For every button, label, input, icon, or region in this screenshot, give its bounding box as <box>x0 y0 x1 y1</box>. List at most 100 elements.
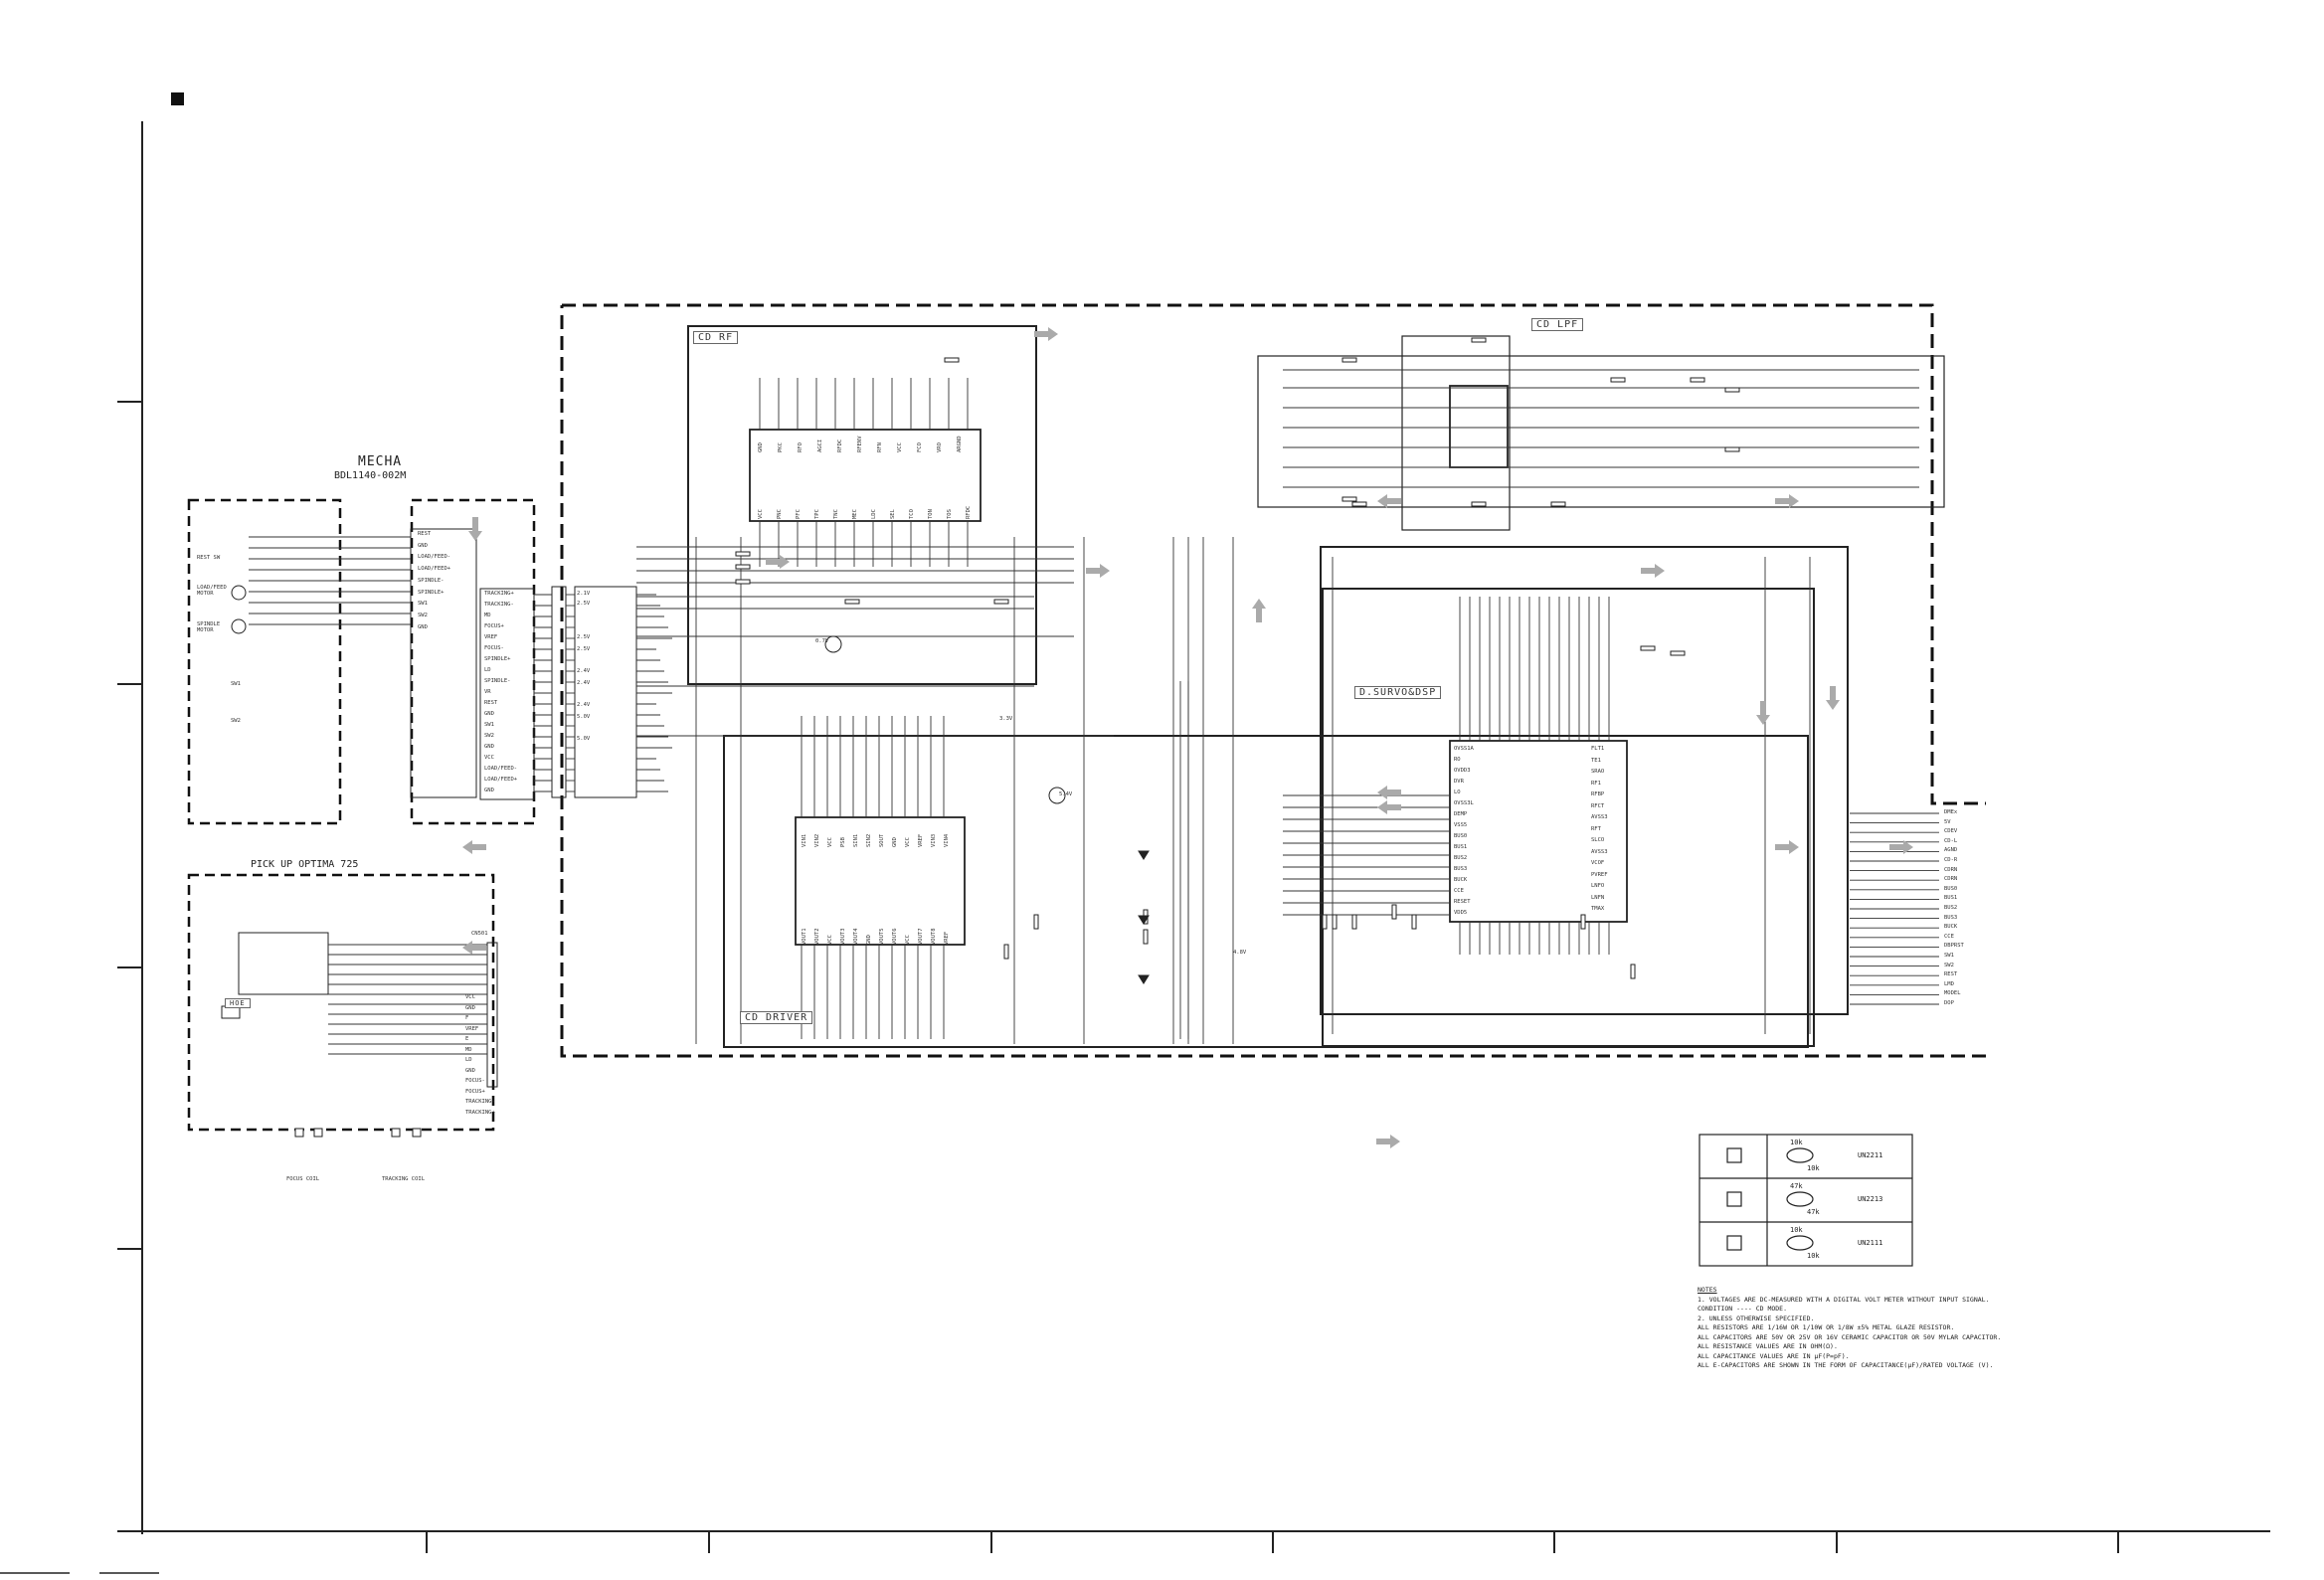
output-pins-pin: SW1 <box>1944 953 1954 959</box>
pickup-pins-pin: TRACKING+ <box>465 1109 495 1116</box>
rf-bottom-pin: PNC <box>777 509 783 519</box>
output-pins-pin: BUS3 <box>1944 914 1958 921</box>
mecha-left-pins-pin: GND <box>418 542 428 549</box>
rest-sw-label: REST SW <box>197 555 221 561</box>
rf-top-pin: GND <box>758 442 764 452</box>
signal-arrow <box>1377 494 1401 508</box>
signal-arrow <box>468 517 482 541</box>
rf-bottom-pin: LDC <box>871 509 877 519</box>
mecha-left-pins-pin: LOAD/FEED+ <box>418 566 451 573</box>
servo-left-pin: CCE <box>1454 888 1464 894</box>
servo-right-pin: LNFN <box>1591 894 1605 901</box>
rf-bottom-pin: SEL <box>890 509 896 519</box>
drv-bottom-pin: VOUT7 <box>918 928 924 945</box>
legend-part-c: UN2111 <box>1858 1239 1883 1247</box>
rf-bottom-pin: TON <box>928 509 934 519</box>
pickup-pins-pin: MD <box>465 1046 472 1053</box>
output-pins-pin: CDRN <box>1944 866 1958 873</box>
mecha-left-pins-pin: SPINDLE+ <box>418 589 445 596</box>
servo-left-pin: OVSS3L <box>1454 800 1474 806</box>
output-pins-pin: MODEL <box>1944 990 1961 997</box>
pickup-pins-pin: E <box>465 1036 469 1042</box>
mecha-left-pins-pin: GND <box>418 623 428 630</box>
cd-rf-region <box>687 325 1037 685</box>
output-pins-pin: DBPRST <box>1944 943 1964 950</box>
legend-r1-b: 47k <box>1790 1182 1803 1190</box>
component <box>1550 501 1566 507</box>
legend-r2-b: 47k <box>1807 1208 1820 1216</box>
servo-right-pin: RFT <box>1591 825 1601 832</box>
output-pins-pin: 5V <box>1944 818 1951 825</box>
mecha-right-pins-pin: REST <box>484 700 498 706</box>
servo-left-pin: VDD5 <box>1454 910 1468 916</box>
component <box>1391 904 1397 920</box>
output-pins-pin: BUS2 <box>1944 905 1958 911</box>
mecha-right-pins-pin: VR <box>484 689 491 695</box>
pickup-connector <box>221 932 498 1088</box>
mecha-right-pins-pin: SW2 <box>484 733 494 739</box>
note-line: ALL RESISTANCE VALUES ARE IN OHM(Ω). <box>1698 1342 1838 1350</box>
drv-bottom-pin: VCC <box>827 935 833 945</box>
note-line: ALL CAPACITORS ARE 50V OR 25V OR 16V CER… <box>1698 1332 2002 1341</box>
voltage-label: 3.3V <box>999 716 1013 722</box>
component <box>1640 645 1656 651</box>
focus-coil-label: FOCUS COIL <box>286 1176 320 1182</box>
notes-heading: NOTES <box>1698 1286 1717 1294</box>
note-line: 2. UNLESS OTHERWISE SPECIFIED. <box>1698 1314 1815 1322</box>
voltage-label: 5.0V <box>577 714 591 720</box>
output-pins-pin: LMD <box>1944 980 1954 987</box>
output-pins-pin: CD-L <box>1944 837 1958 844</box>
mecha-box <box>187 498 536 825</box>
rf-bottom-pin: TOS <box>947 509 953 519</box>
servo-right-pin: SLCO <box>1591 837 1605 843</box>
servo-right-pin: SRAO <box>1591 769 1605 775</box>
motor <box>231 585 247 601</box>
servo-left-pin: BUS1 <box>1454 844 1468 850</box>
drv-bottom-pin: VOUT2 <box>814 928 820 945</box>
note-line: ALL E-CAPACITORS ARE SHOWN IN THE FORM O… <box>1698 1361 1994 1369</box>
pickup-pins-pin: FOCUS+ <box>465 1088 485 1095</box>
motor <box>231 618 247 634</box>
rf-top-pin: VRO <box>937 442 943 452</box>
rf-top-pin: FCO <box>917 442 923 452</box>
component <box>1341 357 1357 363</box>
servo-left-pin: OVDD3 <box>1454 768 1471 774</box>
rf-bottom-pin: TPC <box>814 509 820 519</box>
output-pins-pin: REST <box>1944 971 1958 978</box>
output-pins-pin: SW2 <box>1944 962 1954 968</box>
voltage-label: 2.4V <box>577 668 591 674</box>
signal-arrow <box>1775 494 1799 508</box>
pickup-pins-pin: LD <box>465 1057 472 1063</box>
component <box>1411 914 1417 930</box>
output-pins-pin: CCE <box>1944 933 1954 940</box>
components <box>231 337 1740 1138</box>
signal-arrow <box>1377 786 1401 799</box>
drv-bottom-pin: VOUT5 <box>879 928 885 945</box>
spindle-motor-label: SPINDLE MOTOR <box>197 621 221 633</box>
component <box>1033 914 1039 930</box>
servo-right-pin: LNFO <box>1591 883 1605 889</box>
component <box>1610 377 1626 383</box>
component <box>1351 501 1367 507</box>
rf-top-pin: AGCI <box>817 439 823 452</box>
servo-right-pin: RF1 <box>1591 780 1601 787</box>
drv-bottom-pin: VCC <box>905 935 911 945</box>
cn501-label: CN501 <box>471 931 488 937</box>
servo-right-pin: AVSS3 <box>1591 814 1608 820</box>
signal-arrow <box>1086 564 1110 578</box>
signal-arrow <box>1641 564 1665 578</box>
drv-bottom-pin: VOUT4 <box>853 928 859 945</box>
load-feed-motor-label: LOAD/FEED MOTOR <box>197 585 227 597</box>
sheet-frame <box>117 121 2270 1553</box>
transistor-legend-table <box>1698 1134 1913 1267</box>
output-pins-pin: DOP <box>1944 1000 1954 1006</box>
wiring <box>249 369 1939 1055</box>
component <box>1471 501 1487 507</box>
mecha-right-pins-pin: LOAD/FEED+ <box>484 777 518 783</box>
servo-right-pin: AVSS3 <box>1591 848 1608 855</box>
mecha-right-pins-pin: TRACKING- <box>484 602 514 608</box>
cd-rf-label: CD RF <box>693 331 739 344</box>
voltage-label: 5.0V <box>577 736 591 742</box>
drv-bottom-pin: VREF <box>944 931 950 945</box>
